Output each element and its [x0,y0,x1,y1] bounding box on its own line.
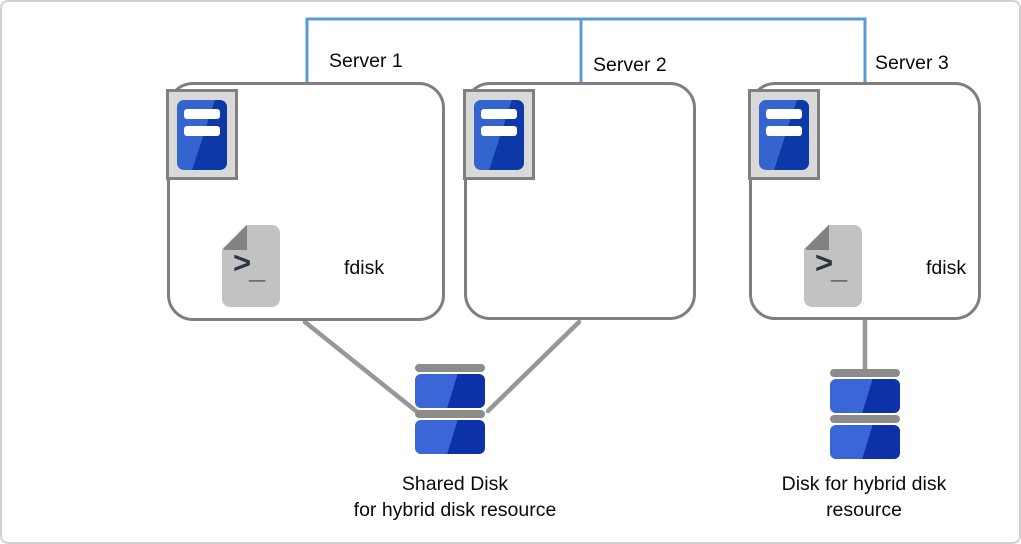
disk-cap [415,410,485,418]
disk-platter [415,374,485,408]
terminal-underscore-icon: _ [249,253,266,285]
shared-disk-caption: Shared Disk for hybrid disk resource [280,471,630,523]
terminal-underscore-icon: _ [831,253,848,285]
server-tower-icon [177,99,227,170]
shared-disk-caption-line2: for hybrid disk resource [353,499,557,521]
disk-cap [830,415,900,423]
server-bar-icon [766,125,802,136]
server-bar-icon [184,125,220,136]
server2-box [463,82,696,320]
disk-cap [830,369,900,377]
server-icon [748,89,820,180]
server-bar-icon [766,108,802,119]
fdisk-item: > _ fdisk [221,224,392,309]
server-tower-icon [759,99,809,170]
single-disk-caption: Disk for hybrid disk resource [714,471,1014,523]
connector-server1-shared-disk [302,319,419,414]
single-disk-icon [830,369,900,459]
server1-box: > _ fdisk [166,82,445,321]
single-disk-caption-line2: resource [826,499,902,521]
single-disk-caption-line1: Disk for hybrid disk [781,473,947,495]
server-tower-icon [474,99,524,170]
server-icon [463,89,535,180]
server3-label: Server 3 [875,52,949,74]
connector-server2-shared-disk [485,319,582,414]
shared-disk-caption-line1: Shared Disk [401,473,509,495]
server3-box: > _ fdisk [748,82,981,320]
fdisk-label: fdisk [926,257,967,279]
disk-cap [415,364,485,372]
fdisk-item: > _ fdisk [803,224,974,309]
terminal-prompt-icon: > [815,245,834,280]
server-bar-icon [481,108,517,119]
server-icon [166,89,238,180]
server-bar-icon [184,108,220,119]
server-bar-icon [481,125,517,136]
terminal-script-file-icon: > _ [803,224,862,307]
fdisk-label: fdisk [344,257,385,279]
server2-label: Server 2 [593,54,667,76]
network-interconnect-line [305,17,867,83]
disk-platter [830,425,900,459]
disk-platter [830,379,900,413]
shared-disk-icon [415,364,485,454]
server1-label: Server 1 [329,50,403,72]
disk-platter [415,420,485,454]
terminal-script-file-icon: > _ [221,224,280,307]
terminal-prompt-icon: > [233,245,252,280]
